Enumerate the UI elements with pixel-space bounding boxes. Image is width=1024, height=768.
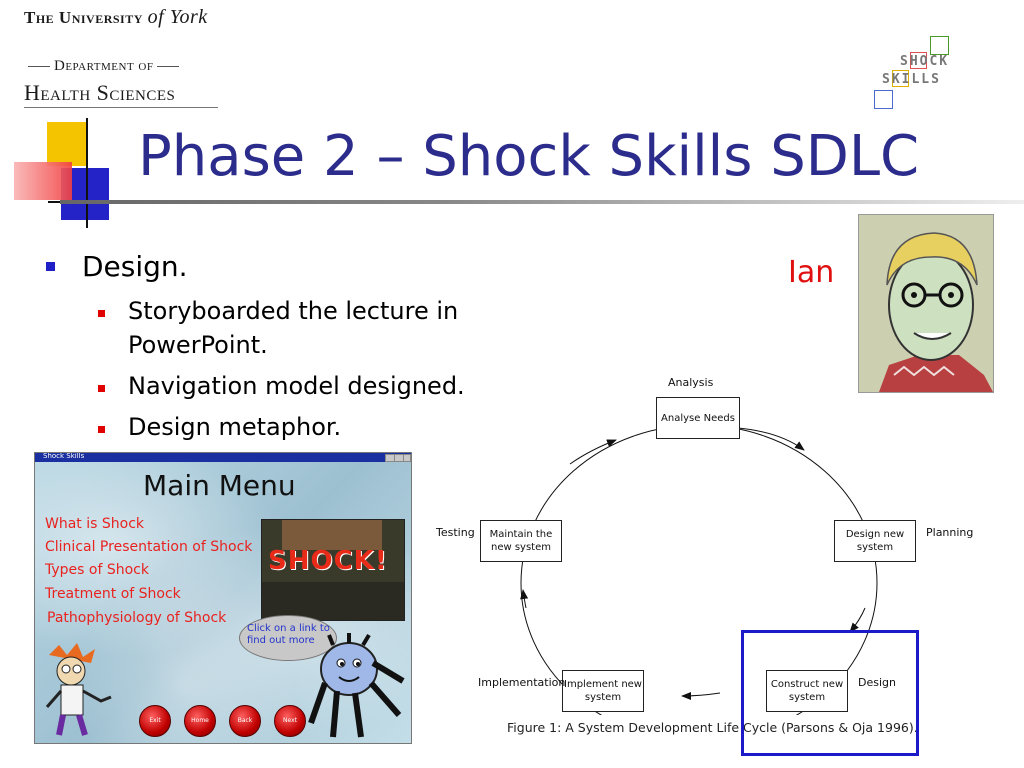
main-menu-screenshot: Shock Skills Main Menu What is Shock Cli… bbox=[34, 452, 412, 744]
sdlc-box-analyse: Analyse Needs bbox=[656, 397, 740, 439]
sdlc-label-analysis: Analysis bbox=[668, 376, 714, 389]
divider bbox=[28, 66, 50, 68]
sdlc-label-implementation: Implementation bbox=[478, 676, 566, 689]
logo-square-green bbox=[930, 36, 949, 55]
speech-bubble bbox=[239, 615, 337, 661]
sub-bullet-storyboard-line1: Storyboarded the lecture in bbox=[128, 297, 459, 325]
sub-bullet-storyboard-line2: PowerPoint. bbox=[128, 331, 268, 359]
sdlc-label-design: Design bbox=[858, 676, 896, 689]
menu-link-clinical-presentation[interactable]: Clinical Presentation of Shock bbox=[45, 539, 253, 555]
bullet-design: Design. bbox=[82, 250, 188, 283]
exit-button[interactable]: Exit bbox=[139, 705, 171, 737]
sdlc-box-implement: Implement new system bbox=[562, 670, 644, 712]
page-title: Phase 2 – Shock Skills SDLC bbox=[138, 124, 920, 189]
close-icon[interactable] bbox=[403, 454, 411, 462]
menu-title: Main Menu bbox=[143, 469, 296, 502]
sdlc-box-construct: Construct new system bbox=[766, 670, 848, 712]
menu-link-types-of-shock[interactable]: Types of Shock bbox=[45, 562, 149, 578]
menu-link-treatment[interactable]: Treatment of Shock bbox=[45, 586, 181, 602]
design-phase-highlight bbox=[741, 630, 919, 756]
divider bbox=[157, 66, 180, 68]
portrait-image bbox=[858, 214, 994, 393]
home-button[interactable]: Home bbox=[184, 705, 216, 737]
shock-image-text: SHOCK! bbox=[268, 546, 388, 576]
window-titlebar: Shock Skills bbox=[35, 453, 411, 462]
sdlc-label-planning: Planning bbox=[926, 526, 974, 539]
figure-caption: Figure 1: A System Development Life Cycl… bbox=[507, 720, 918, 735]
university-prefix: The University bbox=[24, 8, 143, 27]
face-area bbox=[282, 520, 382, 550]
logo-square-yellow bbox=[892, 70, 909, 87]
department-line1: Department of bbox=[24, 58, 183, 75]
title-underline bbox=[60, 200, 1024, 204]
virus-character-icon bbox=[308, 633, 405, 738]
logo-square-red bbox=[910, 52, 927, 69]
title-decoration bbox=[14, 118, 144, 228]
logo-text-skills: SKILLS bbox=[882, 72, 941, 87]
department-line1-text: Department of bbox=[54, 58, 154, 74]
person-label: Ian bbox=[788, 255, 835, 290]
shock-movie-image: SHOCK! bbox=[261, 519, 405, 621]
sdlc-box-design-new: Design new system bbox=[834, 520, 916, 562]
sub-bullet-icon bbox=[98, 385, 105, 392]
scientist-character-icon bbox=[45, 643, 112, 736]
sub-bullet-navigation: Navigation model designed. bbox=[128, 372, 465, 400]
next-button[interactable]: Next bbox=[274, 705, 306, 737]
logo-square-blue bbox=[874, 90, 893, 109]
sdlc-box-maintain: Maintain the new system bbox=[480, 520, 562, 562]
sdlc-label-testing: Testing bbox=[436, 526, 475, 539]
divider bbox=[24, 107, 218, 108]
logo-text-shock: SHOCK bbox=[900, 54, 950, 69]
speech-bubble-text: Click on a link to find out more bbox=[247, 623, 330, 646]
bullet-icon bbox=[46, 262, 55, 271]
back-button[interactable]: Back bbox=[229, 705, 261, 737]
menu-link-what-is-shock[interactable]: What is Shock bbox=[45, 516, 144, 532]
sub-bullet-icon bbox=[98, 426, 105, 433]
university-name: of York bbox=[147, 6, 208, 28]
sub-bullet-icon bbox=[98, 310, 105, 317]
sub-bullet-metaphor: Design metaphor. bbox=[128, 413, 342, 441]
department-name: Health Sciences bbox=[24, 80, 176, 105]
window-title: Shock Skills bbox=[43, 452, 85, 460]
crowd-area bbox=[262, 582, 404, 620]
shock-skills-logo: SHOCK SKILLS bbox=[874, 34, 974, 110]
university-logo: The University of York bbox=[24, 6, 208, 29]
menu-link-pathophysiology[interactable]: Pathophysiology of Shock bbox=[47, 610, 227, 626]
